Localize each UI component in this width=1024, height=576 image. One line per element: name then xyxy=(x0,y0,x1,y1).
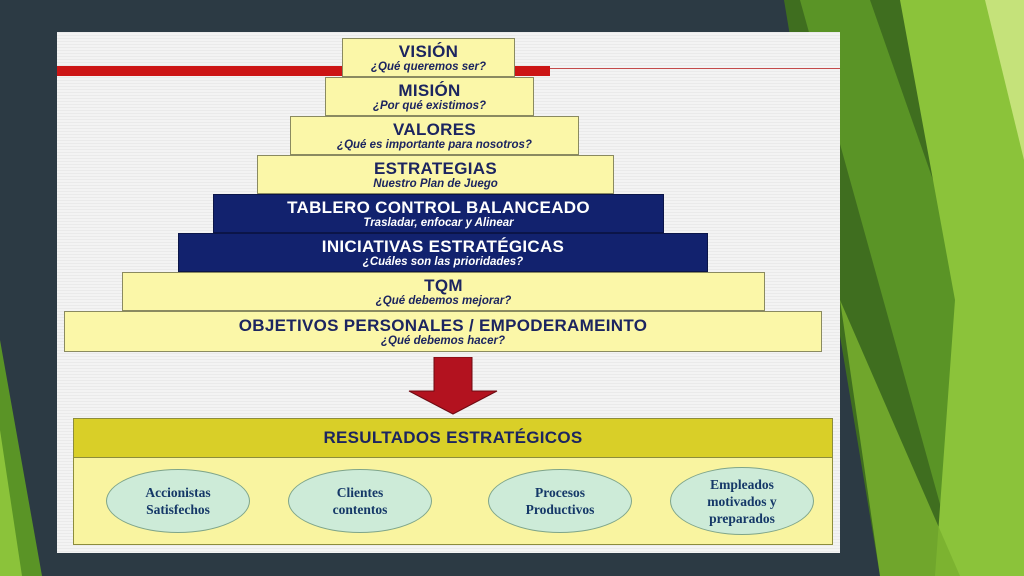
tier-subtitle: ¿Cuáles son las prioridades? xyxy=(362,255,524,268)
pyramid-tier-strategies: ESTRATEGIAS Nuestro Plan de Juego xyxy=(257,155,614,194)
tier-subtitle: ¿Qué debemos mejorar? xyxy=(375,294,512,307)
pyramid-tier-values: VALORES ¿Qué es importante para nosotros… xyxy=(290,116,579,155)
result-oval-employees: Empleados motivados y preparados xyxy=(670,467,814,535)
down-arrow-icon xyxy=(408,357,498,415)
tier-subtitle: Trasladar, enfocar y Alinear xyxy=(363,216,514,229)
pyramid-tier-strategic-initiatives: INICIATIVAS ESTRATÉGICAS ¿Cuáles son las… xyxy=(178,233,708,272)
diagram-slide: VISIÓN ¿Qué queremos ser? MISIÓN ¿Por qu… xyxy=(57,32,840,553)
tier-title: ESTRATEGIAS xyxy=(374,158,497,178)
result-oval-shareholders: Accionistas Satisfechos xyxy=(106,469,250,533)
strategic-results-box: RESULTADOS ESTRATÉGICOS Accionistas Sati… xyxy=(73,418,833,545)
tier-title: MISIÓN xyxy=(398,80,461,100)
tier-subtitle: Nuestro Plan de Juego xyxy=(373,177,498,190)
tier-title: INICIATIVAS ESTRATÉGICAS xyxy=(321,236,565,256)
pyramid-tier-mission: MISIÓN ¿Por qué existimos? xyxy=(325,77,534,116)
result-oval-customers: Clientes contentos xyxy=(288,469,432,533)
tier-title: TQM xyxy=(424,275,463,295)
pyramid-tier-personal-objectives: OBJETIVOS PERSONALES / EMPODERAMEINTO ¿Q… xyxy=(64,311,822,352)
tier-title: OBJETIVOS PERSONALES / EMPODERAMEINTO xyxy=(238,315,648,335)
tier-title: VISIÓN xyxy=(398,41,459,61)
results-title: RESULTADOS ESTRATÉGICOS xyxy=(74,419,832,458)
red-accent-line xyxy=(550,68,840,69)
red-accent-bar xyxy=(57,66,550,76)
pyramid-tier-tqm: TQM ¿Qué debemos mejorar? xyxy=(122,272,765,311)
tier-subtitle: ¿Qué debemos hacer? xyxy=(381,334,505,347)
tier-subtitle: ¿Qué es importante para nosotros? xyxy=(337,138,532,151)
tier-title: VALORES xyxy=(392,119,477,139)
pyramid-tier-balanced-scorecard: TABLERO CONTROL BALANCEADO Trasladar, en… xyxy=(213,194,664,233)
result-oval-processes: Procesos Productivos xyxy=(488,469,632,533)
tier-title: TABLERO CONTROL BALANCEADO xyxy=(287,197,590,217)
tier-subtitle: ¿Qué queremos ser? xyxy=(370,60,487,73)
pyramid-tier-vision: VISIÓN ¿Qué queremos ser? xyxy=(342,38,515,77)
tier-subtitle: ¿Por qué existimos? xyxy=(372,99,487,112)
